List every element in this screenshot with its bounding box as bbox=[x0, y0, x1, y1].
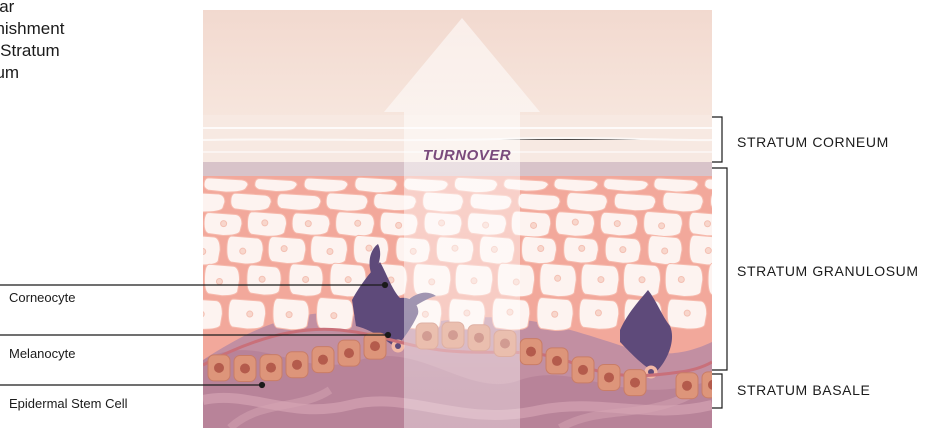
stem-cell-nucleus bbox=[240, 364, 250, 374]
cell-nucleus bbox=[531, 222, 537, 228]
cell-nucleus bbox=[595, 310, 601, 316]
cell-nucleus bbox=[366, 245, 372, 251]
corneocyte-cell bbox=[518, 193, 560, 210]
corneocyte-cell bbox=[326, 193, 368, 211]
cell-nucleus bbox=[729, 311, 735, 317]
cell-nucleus bbox=[286, 312, 292, 318]
corneocyte-cell bbox=[712, 299, 749, 330]
corneocyte-cell bbox=[663, 192, 703, 212]
epidermal-stem-cell bbox=[702, 372, 724, 398]
cell-nucleus bbox=[355, 220, 361, 226]
cell-nucleus bbox=[639, 277, 645, 283]
stem-cell-nucleus bbox=[344, 348, 354, 358]
corneocyte-cell bbox=[654, 178, 698, 192]
stem-cell-nucleus bbox=[604, 372, 614, 382]
corneocyte-cell bbox=[231, 193, 271, 211]
stem-cell-nucleus bbox=[708, 380, 718, 390]
cell-nucleus bbox=[305, 221, 311, 227]
corneocyte-cell bbox=[554, 179, 598, 192]
stem-cell-nucleus bbox=[214, 363, 224, 373]
cell-nucleus bbox=[247, 311, 253, 317]
cell-nucleus bbox=[555, 275, 561, 281]
cell-nucleus bbox=[303, 277, 309, 283]
corneocyte-cell bbox=[711, 192, 752, 212]
cell-nucleus bbox=[538, 246, 544, 252]
cell-nucleus bbox=[331, 313, 337, 319]
layer-brackets bbox=[712, 117, 727, 408]
stem-cell-nucleus bbox=[292, 360, 302, 370]
cell-nucleus bbox=[579, 245, 585, 251]
cell-nucleus bbox=[552, 311, 558, 317]
cell-nucleus bbox=[396, 222, 402, 228]
stem-cell-nucleus bbox=[370, 341, 380, 351]
cell-nucleus bbox=[240, 248, 246, 254]
cell-nucleus bbox=[598, 277, 604, 283]
cell-nucleus bbox=[684, 310, 690, 316]
layer-label-corneum: STRATUM CORNEUM bbox=[737, 134, 889, 150]
cell-nucleus bbox=[678, 276, 684, 282]
stem-cell-nucleus bbox=[630, 378, 640, 388]
cell-nucleus bbox=[262, 220, 268, 226]
cell-nucleus bbox=[662, 248, 668, 254]
layer-label-basale: STRATUM BASALE bbox=[737, 382, 870, 398]
cell-nucleus bbox=[705, 248, 711, 254]
cell-nucleus bbox=[705, 221, 711, 227]
corneocyte-cell bbox=[567, 192, 608, 211]
callout-epidermal-stem-cell: Epidermal Stem Cell bbox=[9, 396, 128, 411]
corneocyte-cell bbox=[204, 178, 248, 192]
corneocyte-cell bbox=[255, 179, 297, 192]
cell-nucleus bbox=[572, 219, 578, 225]
corneocyte-cell bbox=[705, 179, 748, 191]
cell-nucleus bbox=[327, 248, 333, 254]
corneocyte-cell bbox=[604, 179, 649, 192]
callout-corneocyte: Corneocyte bbox=[9, 290, 75, 305]
corneocyte-cell bbox=[277, 194, 321, 211]
cell-nucleus bbox=[345, 277, 351, 283]
cell-nucleus bbox=[198, 311, 204, 317]
layer-label-granulosum: STRATUM GRANULOSUM bbox=[737, 263, 919, 279]
turnover-label: TURNOVER bbox=[404, 147, 530, 164]
stem-cell-nucleus bbox=[266, 363, 276, 373]
cell-nucleus bbox=[620, 247, 626, 253]
cell-nucleus bbox=[221, 221, 227, 227]
cell-nucleus bbox=[259, 276, 265, 282]
stem-cell-nucleus bbox=[682, 381, 692, 391]
stem-cell-nucleus bbox=[552, 356, 562, 366]
corneocyte-cell bbox=[304, 178, 348, 192]
corneocyte-cell bbox=[181, 192, 225, 212]
corneocyte-cell bbox=[614, 193, 655, 210]
cell-nucleus bbox=[216, 279, 222, 285]
stem-cell-nucleus bbox=[526, 347, 536, 357]
callout-melanocyte: Melanocyte bbox=[9, 346, 75, 361]
cell-nucleus bbox=[659, 223, 665, 229]
stem-cell-nucleus bbox=[578, 365, 588, 375]
cell-nucleus bbox=[281, 246, 287, 252]
cell-nucleus bbox=[614, 221, 620, 227]
corneocyte-cell bbox=[355, 177, 397, 193]
cell-nucleus bbox=[200, 248, 206, 254]
stem-cell-nucleus bbox=[318, 355, 328, 365]
